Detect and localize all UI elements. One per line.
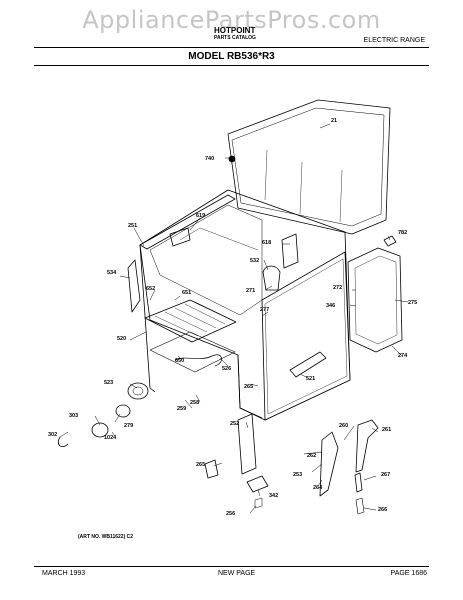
callout-label: 1024: [104, 435, 117, 441]
callout-label: 303: [69, 413, 78, 419]
callout-label: 277: [260, 307, 269, 313]
callout-label: 740: [205, 156, 214, 162]
callout-label: 267: [381, 472, 390, 478]
callout-label: 652: [146, 286, 155, 292]
callout-label: 279: [124, 423, 133, 429]
footer-page: PAGE 1686: [390, 570, 427, 577]
callout-label: 274: [398, 353, 408, 359]
header-rule-bottom: [34, 65, 429, 66]
brand-name: HOTPOINT: [214, 26, 256, 35]
callout-label: 272: [333, 285, 342, 291]
callout-label: 258: [190, 400, 199, 406]
art-number: (ART NO. WB11622) C2: [78, 534, 134, 540]
callout-label: 262: [307, 453, 316, 459]
catalog-label: PARTS CATALOG: [214, 35, 256, 41]
footer-rule: [34, 566, 429, 567]
product-type: ELECTRIC RANGE: [363, 37, 425, 44]
callout-label: 265: [196, 462, 205, 468]
callout-label: 271: [246, 288, 255, 294]
footer-center: NEW PAGE: [218, 570, 256, 577]
callout-label: 261: [382, 427, 391, 433]
callout-label: 521: [306, 376, 315, 382]
callout-label: 21: [331, 118, 337, 124]
callout-label: 534: [107, 270, 117, 276]
callout-label: 265: [244, 384, 253, 390]
callout-label: 256: [226, 511, 235, 517]
callout-label: 302: [48, 432, 57, 438]
callout-label: 532: [250, 258, 259, 264]
callout-label: 342: [269, 493, 278, 499]
callout-label: 259: [177, 406, 186, 412]
callout-label: 782: [398, 230, 407, 236]
callout-label: 275: [408, 300, 417, 306]
callout-label: 346: [326, 303, 335, 309]
callout-label: 526: [222, 366, 231, 372]
model-title: MODEL RB536*R3: [188, 51, 275, 62]
callout-label: 650: [175, 358, 184, 364]
callout-label: 651: [182, 290, 191, 296]
callout-label: 266: [378, 507, 387, 513]
callout-label: 619: [196, 213, 205, 219]
callout-label: 264: [313, 485, 323, 491]
header-rule: [34, 47, 429, 48]
callout-label: 252: [230, 421, 239, 427]
callout-label: 253: [293, 472, 302, 478]
callout-label: 523: [104, 380, 113, 386]
callout-label: 618: [262, 240, 271, 246]
footer-date: MARCH 1993: [42, 570, 86, 577]
watermark: AppliancePartsPros.com: [82, 6, 381, 34]
callout-label: 260: [339, 423, 348, 429]
callout-label: 251: [128, 223, 137, 229]
callout-label: 520: [117, 336, 126, 342]
